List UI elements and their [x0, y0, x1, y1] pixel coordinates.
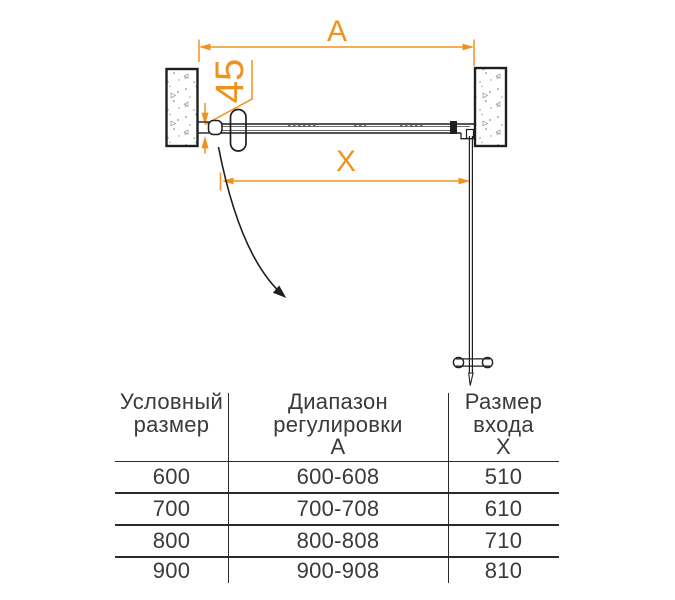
glass-panel: [468, 136, 474, 386]
dimension-45: 45: [201, 59, 253, 154]
left-bracket: [207, 119, 223, 136]
table-row: 600 600-608 510: [115, 461, 559, 492]
cell-entry-size: 510: [484, 463, 523, 489]
cell-nominal-size: 700: [152, 495, 191, 521]
table-line-2: [115, 524, 559, 526]
header-nominal-size: Условный размер: [115, 389, 228, 437]
cell-entry-size: 710: [484, 527, 523, 553]
installation-diagram: A 45 X: [165, 15, 508, 386]
cell-entry-size: 810: [484, 557, 523, 583]
header-line: Размер: [464, 389, 543, 414]
cell-adjustment-range: 800-808: [296, 527, 380, 553]
header-line: Условный: [119, 389, 224, 414]
cell-adjustment-range: 700-708: [296, 495, 380, 521]
header-line: входа: [473, 411, 534, 437]
table-divider-2: [448, 393, 450, 583]
header-line: размер: [133, 411, 210, 437]
cell-adjustment-range: 900-908: [296, 557, 380, 583]
wall-left: [165, 67, 199, 148]
dimension-45-label: 45: [208, 59, 252, 104]
cell-adjustment-range: 600-608: [296, 463, 380, 489]
wall-profile-bar: [197, 119, 475, 140]
dimension-a: A: [198, 15, 475, 66]
dimension-a-label: A: [327, 15, 347, 48]
profile-end-stop: [450, 121, 457, 134]
table-row: 700 700-708 610: [115, 493, 559, 524]
table-line-3: [115, 556, 559, 558]
header-line: регулировки: [273, 411, 403, 437]
cell-entry-size: 610: [484, 495, 523, 521]
table-divider-1: [228, 393, 230, 583]
towel-bar-handle: [452, 356, 494, 369]
hinge-pin: [229, 108, 247, 152]
cell-nominal-size: 800: [152, 527, 191, 553]
table-line-header: [115, 460, 559, 463]
cell-nominal-size: 600: [152, 463, 191, 489]
header-line: Х: [496, 434, 511, 459]
door-swing-arrow: [217, 146, 287, 298]
header-adjustment-range: Диапазон регулировки А: [228, 389, 448, 459]
table-row: 900 900-908 810: [115, 556, 559, 585]
dimension-x: X: [219, 145, 470, 191]
table-row: 800 800-808 710: [115, 525, 559, 556]
table-line-1: [115, 492, 559, 494]
dimension-x-label: X: [336, 145, 356, 178]
header-line: Диапазон: [288, 389, 388, 414]
cell-nominal-size: 900: [152, 557, 191, 583]
header-entry-size: Размер входа Х: [448, 389, 559, 459]
glass-bottom-tip: [468, 372, 474, 386]
wall-right: [473, 66, 508, 148]
header-line: А: [330, 434, 346, 459]
